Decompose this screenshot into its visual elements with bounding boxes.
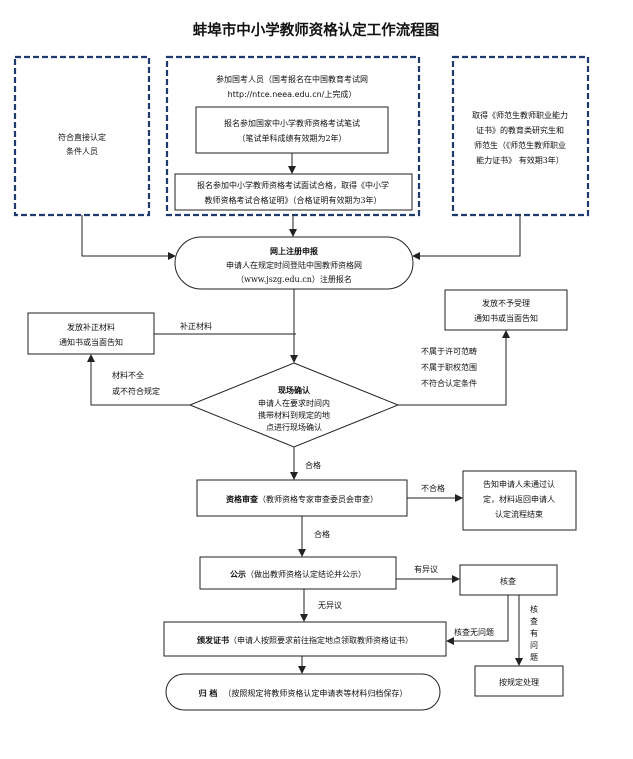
interview-line-2: 教师资格考试合格证明》（合格证明有效期为3年） [204, 195, 381, 205]
publicity-text: 公示（做出教师资格认定结论并公示） [230, 569, 366, 579]
onsite-confirm-line-2: 携带材料到规定的地 [258, 410, 330, 420]
normal-graduates-box [451, 55, 590, 217]
supplement-notice-box [27, 312, 155, 355]
supplement-notice-line-1: 发放补正材料 [67, 322, 115, 332]
arrow-normal-to-online [412, 215, 521, 260]
interview-line-1: 报名参加中小学教师资格考试面试合格，取得《中小学 [197, 180, 389, 190]
verify-ok-label: 核查无问题 [454, 627, 494, 637]
normal-grad-line-1: 取得《师范生教师职业能力 [472, 110, 568, 120]
incomplete-label-2: 或不符合规定 [112, 386, 160, 396]
online-registration-line-1: 申请人在规定时间登陆中国教师资格网 [226, 260, 362, 270]
verify-problem-char-3: 有 [530, 628, 538, 638]
handle-box [474, 665, 564, 697]
publicity-box [199, 556, 397, 590]
issue-detail: （申请人按照要求前往指定地点领取教师资格证书） [229, 635, 413, 645]
reject-reason-3: 不符合认定条件 [421, 378, 477, 388]
onsite-confirm-line-1: 申请人在要求时间内 [258, 398, 330, 408]
verify-box [459, 564, 558, 596]
objection-label: 有异议 [414, 564, 438, 574]
written-exam-line-2: （笔试单科成绩有效期为2年） [237, 133, 346, 143]
onsite-confirm-line-3: 点进行现场确认 [266, 422, 322, 432]
direct-cert-box [13, 55, 151, 217]
exam-intro-line: 参加国考人员（国考报名在中国教育考试网 [216, 74, 368, 84]
review-bold: 资格审查 [226, 494, 259, 504]
normal-grad-line-3: 师范生（《师范生教师职业 [474, 140, 566, 150]
archive-detail: （按照规定将教师资格认定申请表等材料归档保存） [223, 688, 407, 698]
direct-cert-line-2: 条件人员 [66, 146, 98, 156]
publicity-bold: 公示 [230, 569, 246, 579]
verify-problem-char-4: 问 [530, 641, 538, 650]
archive-text: 归 档 （按照规定将教师资格认定申请表等材料归档保存） [199, 688, 408, 698]
no-objection-label: 无异议 [318, 601, 342, 610]
fail-notice-box [462, 470, 577, 531]
review-detail: （教师资格专家审查委员会审查） [258, 494, 378, 504]
online-registration-title: 网上注册申报 [270, 246, 318, 256]
fail-notice-line-3: 认定流程结束 [495, 509, 543, 519]
reject-notice-line-2: 通知书或当面告知 [474, 313, 538, 323]
supplement-notice-line-2: 通知书或当面告知 [59, 337, 123, 347]
fail-label: 不合格 [421, 483, 445, 493]
onsite-confirm-title: 现场确认 [278, 385, 311, 395]
online-registration-line-2: （www.jszg.edu.cn）注册报名 [236, 274, 352, 284]
verify-label: 核查 [500, 576, 516, 586]
pass-label-1: 合格 [305, 460, 321, 470]
issue-certificate-text: 颁发证书（申请人按照要求前往指定地点领取教师资格证书） [197, 635, 413, 645]
exam-intro-url-line: http://ntce.neea.edu.cn/上完成） [228, 89, 357, 99]
reject-reason-1: 不属于许可范畴 [421, 346, 477, 356]
pass-label-2: 合格 [314, 529, 330, 539]
publicity-detail: （做出教师资格认定结论并公示） [246, 569, 366, 579]
archive-node [165, 673, 441, 711]
written-exam-line-1: 报名参加国家中小学教师资格考试笔试 [224, 118, 360, 128]
arrow-verify-to-issue [446, 595, 509, 645]
supplement-label: 补正材料 [180, 321, 212, 331]
reject-notice-box [444, 289, 568, 331]
verify-problem-char-5: 题 [530, 653, 538, 662]
arrow-confirm-to-supplement [87, 354, 190, 406]
reject-reason-2: 不属于职权范围 [421, 362, 477, 372]
written-exam-box [195, 106, 389, 154]
interview-box [174, 173, 413, 211]
normal-grad-line-2: 证书》的教育类研究生和 [476, 125, 564, 135]
normal-grad-line-4: 能力证书》 有效期3年） [476, 155, 564, 165]
arrow-confirm-to-reject [398, 330, 510, 406]
verify-problem-char-2: 查 [530, 616, 538, 626]
qualification-review-box [196, 479, 408, 517]
issue-certificate-box [163, 621, 447, 657]
issue-bold: 颁发证书 [197, 635, 229, 645]
exam-url: http://ntce.neea.edu.cn/ [228, 90, 325, 99]
archive-bold: 归 档 [199, 688, 218, 698]
fail-notice-line-1: 告知申请人未通过认 [483, 479, 555, 489]
incomplete-label-1: 材料不全 [112, 370, 144, 380]
qualification-review-text: 资格审查（教师资格专家审查委员会审查） [226, 494, 378, 504]
page-title: 蚌埠市中小学教师资格认定工作流程图 [193, 21, 440, 39]
fail-notice-line-2: 定，材料返回申请人 [483, 494, 555, 504]
exam-url-tail: 上完成） [324, 89, 356, 99]
direct-cert-line-1: 符合直接认定 [58, 132, 106, 142]
verify-problem-char-1: 核 [530, 604, 538, 614]
arrow-direct-to-online [81, 215, 176, 260]
reject-notice-line-1: 发放不予受理 [482, 298, 530, 308]
handle-label: 按规定处理 [499, 677, 539, 687]
